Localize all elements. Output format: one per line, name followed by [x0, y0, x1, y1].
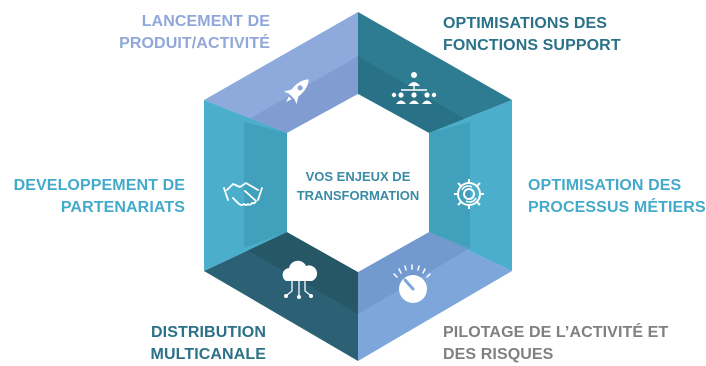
label-pilotage-line2: DES RISQUES — [443, 346, 554, 363]
segment-lancement-shade — [244, 56, 358, 133]
rocket-icon — [283, 79, 309, 105]
label-optimisations-support-line2: FONCTIONS SUPPORT — [443, 37, 621, 54]
label-pilotage-line1: PILOTAGE DE L’ACTIVITÉ ET — [443, 324, 669, 341]
label-partenariats: DEVELOPPEMENT DE PARTENARIATS — [2, 175, 185, 219]
org-chart-icon — [391, 72, 437, 104]
label-distribution-line2: MULTICANALE — [150, 346, 266, 363]
label-optimisation-processus-line2: PROCESSUS MÉTIERS — [528, 199, 706, 216]
segment-pilotage-shade — [358, 232, 470, 314]
label-pilotage: PILOTAGE DE L’ACTIVITÉ ET DES RISQUES — [443, 322, 703, 366]
cloud-network-icon — [282, 260, 318, 299]
label-distribution-line1: DISTRIBUTION — [151, 324, 266, 341]
label-optimisations-support-line1: OPTIMISATIONS DES — [443, 15, 608, 32]
gauge-icon — [393, 264, 431, 303]
handshake-icon — [223, 182, 263, 206]
center-title-line1: VOS ENJEUX DE — [306, 169, 411, 184]
label-optimisation-processus: OPTIMISATION DES PROCESSUS MÉTIERS — [528, 175, 706, 219]
segment-optimisation-processus-shade — [429, 122, 470, 248]
label-lancement: LANCEMENT DE PRODUIT/ACTIVITÉ — [70, 11, 270, 55]
label-optimisation-processus-line1: OPTIMISATION DES — [528, 177, 682, 194]
label-lancement-line1: LANCEMENT DE — [141, 13, 270, 30]
segment-partenariats-shade — [244, 122, 287, 248]
label-partenariats-line1: DEVELOPPEMENT DE — [13, 177, 185, 194]
gear-process-icon — [454, 179, 484, 209]
inner-hexagon — [287, 94, 429, 272]
label-optimisations-support: OPTIMISATIONS DES FONCTIONS SUPPORT — [443, 13, 673, 57]
label-partenariats-line2: PARTENARIATS — [60, 199, 185, 216]
label-distribution: DISTRIBUTION MULTICANALE — [100, 322, 266, 366]
center-title-line2: TRANSFORMATION — [297, 188, 420, 203]
label-lancement-line2: PRODUIT/ACTIVITÉ — [119, 35, 270, 52]
